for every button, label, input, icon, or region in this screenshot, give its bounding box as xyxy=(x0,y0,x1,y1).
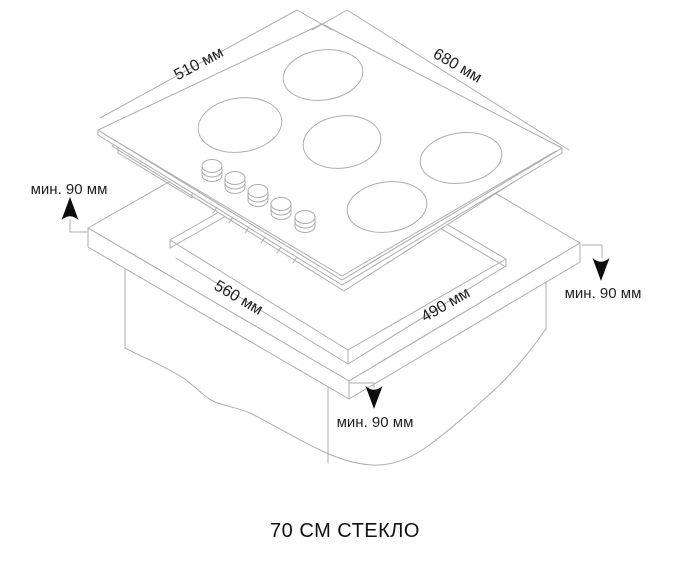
clearance-annotations xyxy=(61,197,610,409)
dimension-lines xyxy=(99,9,570,151)
control-knobs xyxy=(201,159,316,233)
clearance-label-right: мин. 90 мм xyxy=(565,285,642,302)
leader-front xyxy=(349,382,375,389)
burner-circle-right xyxy=(419,132,503,184)
leader-left xyxy=(69,219,88,233)
burner-circle-front xyxy=(346,181,428,233)
cabinet-outline xyxy=(124,268,547,466)
burner-circle-back xyxy=(282,49,364,101)
cooktop xyxy=(97,23,563,292)
dimension-label-width: 680 мм xyxy=(430,45,485,86)
arrow-down-right-icon xyxy=(592,258,610,281)
cutout-corner-edges xyxy=(169,239,507,365)
arrow-up-icon xyxy=(61,197,79,220)
control-knob xyxy=(201,159,223,182)
dimension-line-680 xyxy=(311,9,570,151)
burner-zones xyxy=(197,49,503,233)
control-knob xyxy=(294,210,316,233)
countertop-front-right-face xyxy=(348,242,581,400)
glass-panel xyxy=(97,23,563,281)
control-knob xyxy=(224,171,246,194)
clearance-label-front: мин. 90 мм xyxy=(337,414,414,431)
burner-circle-left xyxy=(197,97,283,153)
clearance-label-left: мин. 90 мм xyxy=(31,181,108,198)
arrow-down-front-icon xyxy=(365,386,383,409)
diagram-caption: 70 СМ СТЕКЛО xyxy=(270,520,420,542)
control-knob xyxy=(247,184,269,207)
igniter-ticks xyxy=(212,206,298,264)
control-knob xyxy=(270,197,292,220)
glass-inner-bevel xyxy=(103,133,557,277)
leader-right xyxy=(581,244,603,259)
dimension-line-510 xyxy=(99,9,333,119)
cabinet-break-line xyxy=(124,329,546,466)
burner-circle-center xyxy=(302,115,382,169)
